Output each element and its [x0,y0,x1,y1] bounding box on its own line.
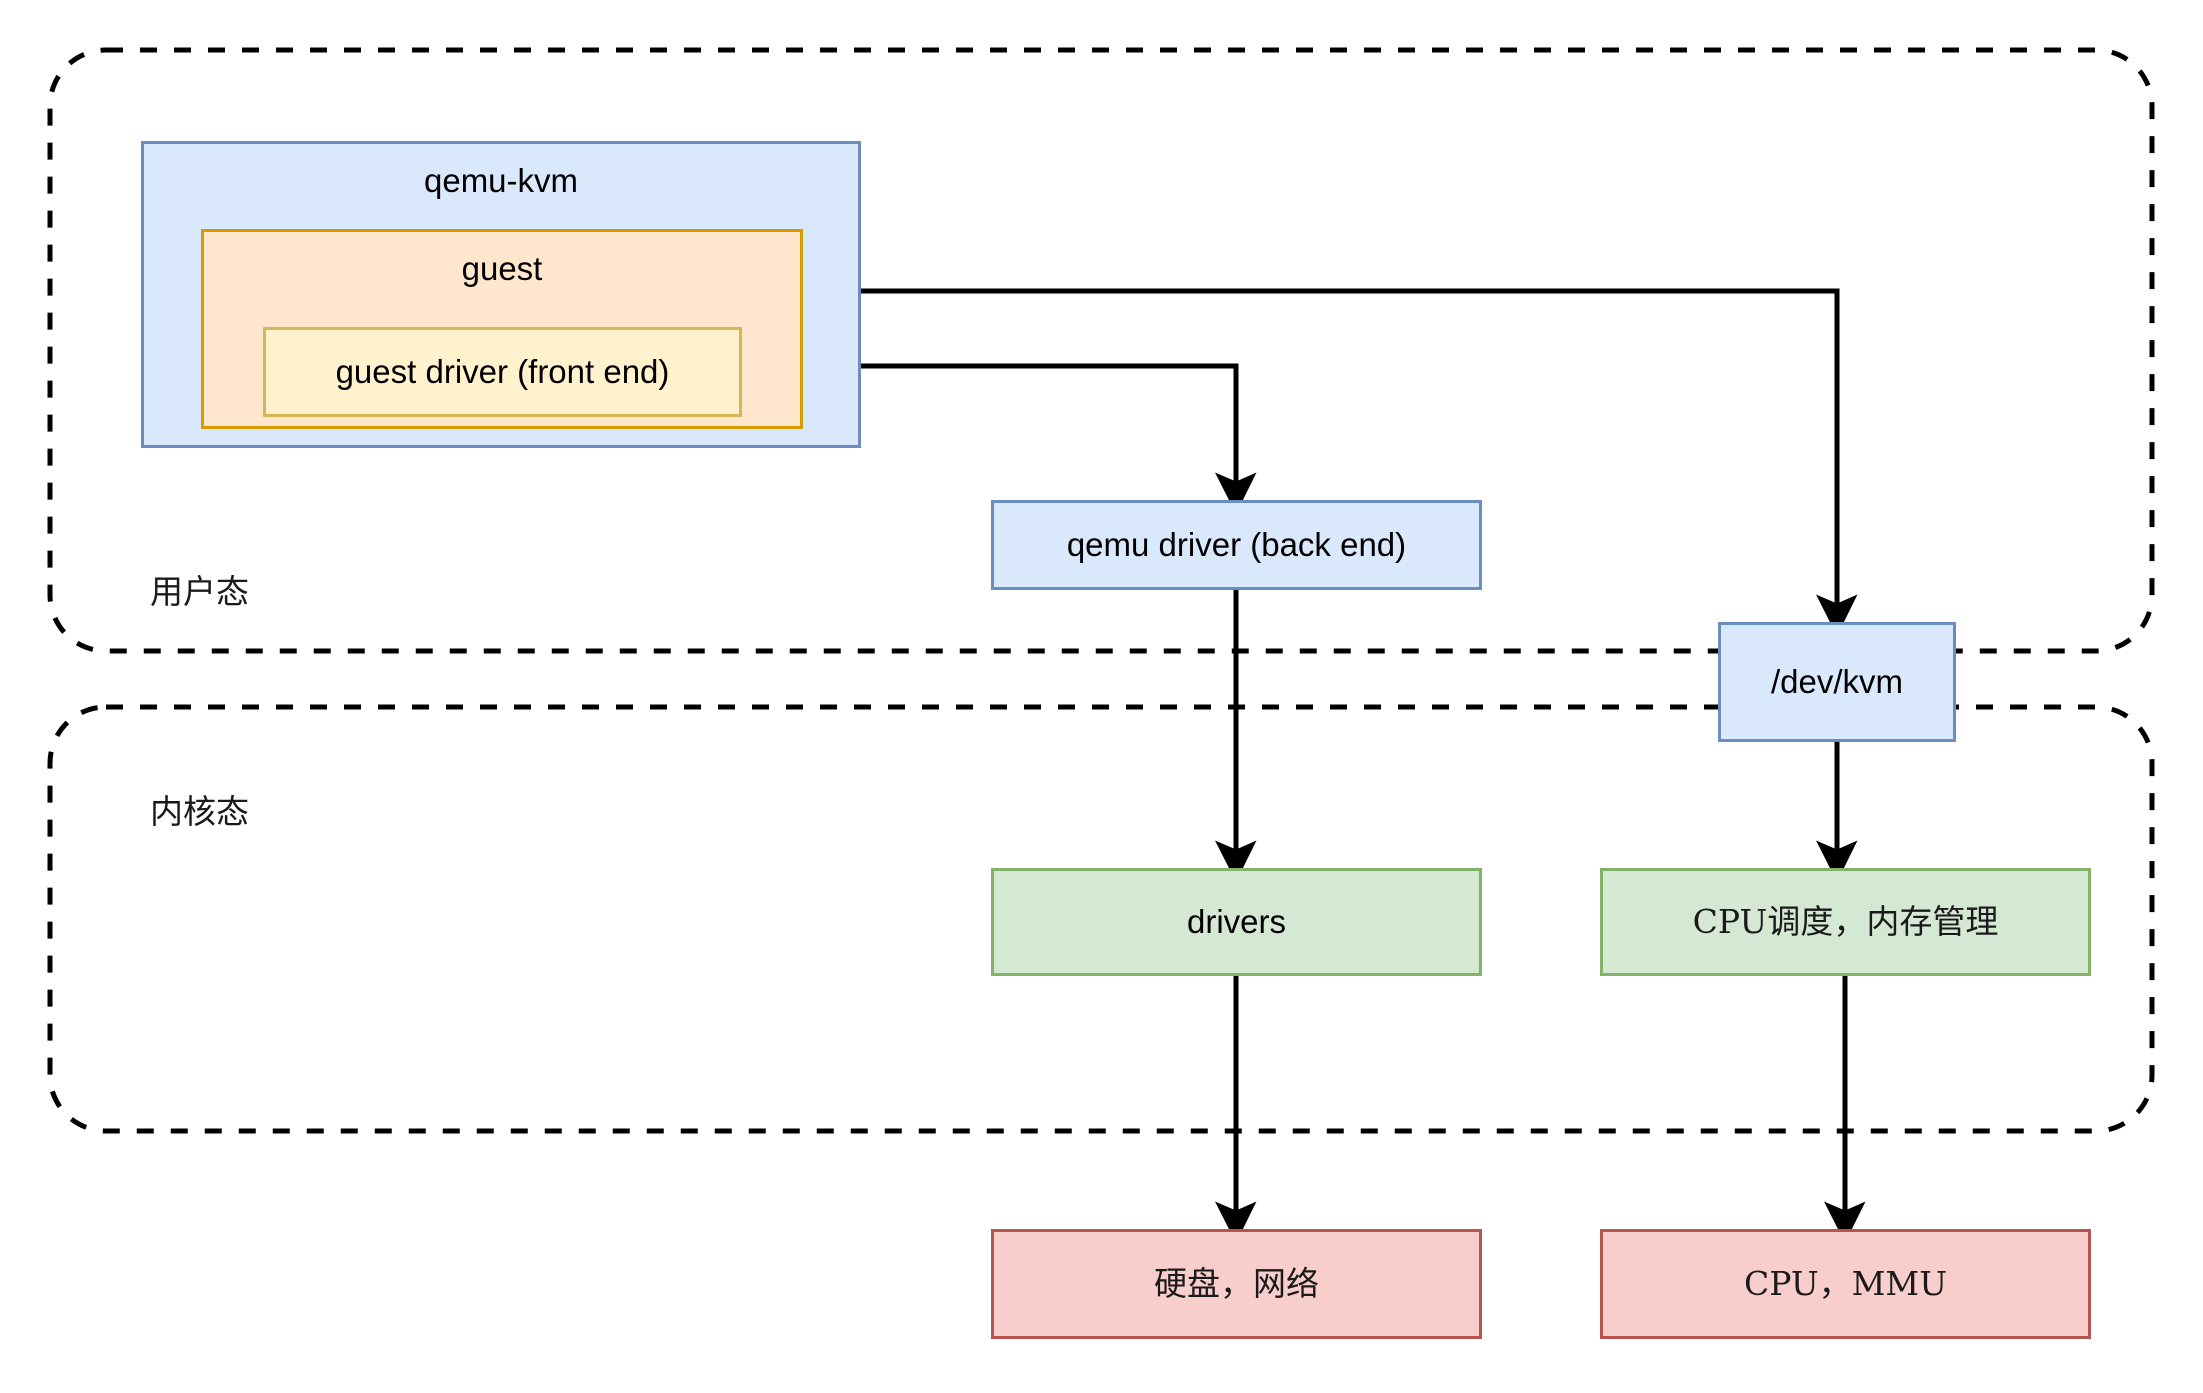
zone-label-user-mode: 用户态 [150,572,249,611]
edge-guest-to-devkvm [861,288,1858,637]
node-qemu-driver[interactable]: qemu driver (back end) [991,500,1482,590]
node-cpu-mmu[interactable]: CPU，MMU [1600,1229,2091,1339]
node-guest-driver-label: guest driver (front end) [335,353,670,391]
node-cpu-mmu-label: CPU，MMU [1743,1264,1948,1304]
node-disk-network[interactable]: 硬盘，网络 [991,1229,1482,1339]
zone-kernel-mode-border [47,704,2155,1134]
edge-guestdrv-to-qemudrv [742,363,1257,515]
node-qemu-kvm-label: qemu-kvm [423,162,579,199]
node-dev-kvm-label: /dev/kvm [1770,663,1904,701]
zone-user-mode-border [47,47,2155,654]
node-guest-driver[interactable]: guest driver (front end) [263,327,742,417]
node-cpu-scheduling-memory-management[interactable]: CPU调度，内存管理 [1600,868,2091,976]
zone-label-kernel-mode: 内核态 [150,792,249,831]
node-guest-label: guest [461,250,543,287]
node-drivers-label: drivers [1186,903,1287,941]
node-qemu-driver-label: qemu driver (back end) [1066,526,1407,564]
node-drivers[interactable]: drivers [991,868,1482,976]
node-dev-kvm[interactable]: /dev/kvm [1718,622,1956,742]
node-disk-network-label: 硬盘，网络 [1154,1264,1319,1304]
node-cpu-scheduling-memory-management-label: CPU调度，内存管理 [1692,902,1999,942]
